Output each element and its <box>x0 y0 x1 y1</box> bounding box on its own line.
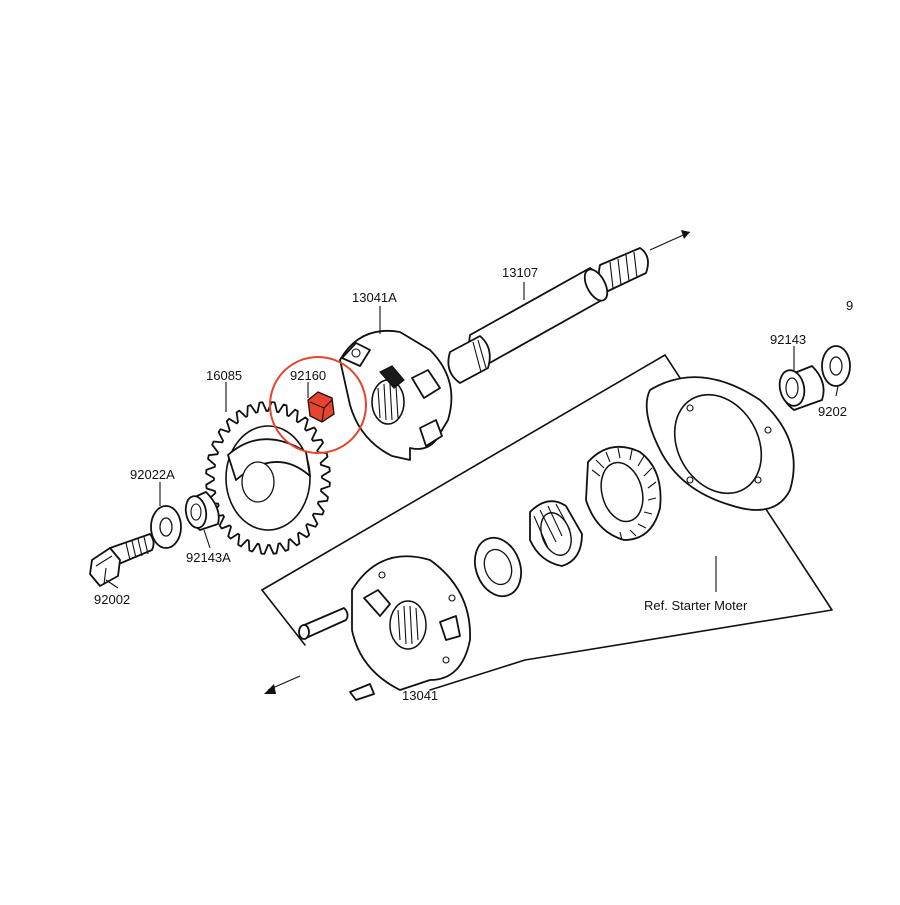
label-16085: 16085 <box>206 368 242 383</box>
label-92143a: 92143A <box>186 550 231 565</box>
leader-lines <box>105 282 839 592</box>
shaft-13107 <box>447 230 691 384</box>
bolt-92002 <box>89 533 155 587</box>
part-labels: 13107 13041A 16085 92160 92022A 92143A 9… <box>94 265 853 703</box>
highlight-92160 <box>269 356 367 454</box>
starter-assembly-box <box>261 354 833 701</box>
label-9202-partial: 9202 <box>818 404 847 419</box>
label-92160: 92160 <box>290 368 326 383</box>
label-partial-top-right: 9 <box>846 298 853 313</box>
label-ref-starter-moter: Ref. Starter Moter <box>644 598 748 613</box>
holder-13041a <box>339 330 453 461</box>
label-13107: 13107 <box>502 265 538 280</box>
bearing-92143a <box>184 491 220 531</box>
label-13041-partial: 13041 <box>402 688 438 703</box>
label-92022a: 92022A <box>130 467 175 482</box>
label-92002: 92002 <box>94 592 130 607</box>
right-parts <box>778 345 851 411</box>
washer-92022a <box>150 505 182 549</box>
label-92143: 92143 <box>770 332 806 347</box>
label-13041a: 13041A <box>352 290 397 305</box>
gear-16085 <box>205 401 331 555</box>
